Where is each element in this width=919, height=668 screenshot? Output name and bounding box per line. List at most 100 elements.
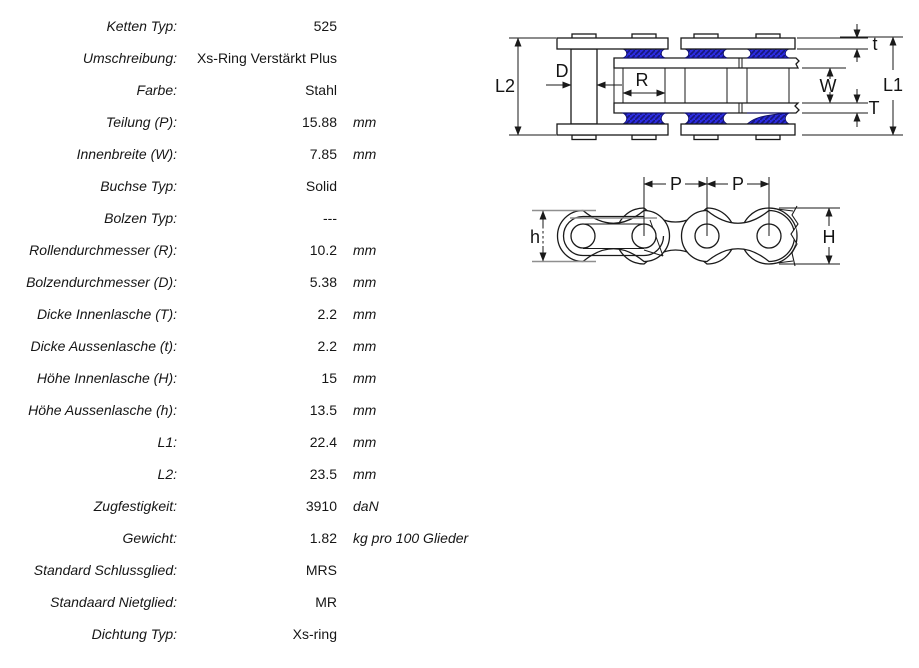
dimension-t: t [797,24,878,62]
xring-seal [745,112,791,125]
spec-value: 3910 [305,498,337,514]
spec-unit: mm [353,434,377,450]
spec-row-bolzendurchmesser: Bolzendurchmesser (D): 5.38 mm [0,266,560,298]
spec-row-dicke-aussenlasche: Dicke Aussenlasche (t): 2.2 mm [0,330,560,362]
spec-label: Rollendurchmesser (R): [29,242,177,258]
spec-row-umschreibung: Umschreibung: Xs-Ring Verstärkt Plus [0,42,560,74]
spec-unit: mm [353,242,377,258]
spec-value: 525 [313,18,337,34]
spec-value: 7.85 [309,146,337,162]
xring-seals [621,48,791,125]
dimension-label-h: h [530,227,540,247]
spec-value: Solid [305,178,337,194]
spring-clip [562,215,665,257]
spec-label: Dicke Innenlasche (T): [36,306,177,322]
spec-unit: mm [353,402,377,418]
inner-plates [613,57,800,114]
spec-row-l1: L1: 22.4 mm [0,426,560,458]
spec-unit: mm [353,146,377,162]
spec-value: MRS [305,562,337,578]
dimension-label-t: t [872,34,877,54]
spec-label: Gewicht: [122,530,177,546]
break-cut-line [790,205,799,267]
xring-seal [622,48,666,59]
spec-label: Dicke Aussenlasche (t): [30,338,177,354]
spec-unit: mm [353,370,377,386]
spec-label: Ketten Typ: [106,18,177,34]
spec-row-gewicht: Gewicht: 1.82 kg pro 100 Glieder [0,522,560,554]
spec-row-rollendurchmesser: Rollendurchmesser (R): 10.2 mm [0,234,560,266]
dimension-D: D [546,61,622,89]
xring-seal [684,48,728,59]
dimension-R: R [622,70,666,97]
spec-label: Standard Schlussglied: [33,562,177,578]
xring-seal [746,48,790,59]
spec-unit: daN [353,498,379,514]
spec-label: Bolzendurchmesser (D): [26,274,177,290]
spec-value: 22.4 [309,434,337,450]
dimension-label-L2: L2 [495,76,515,96]
spec-unit [337,618,560,650]
spec-row-teilung: Teilung (P): 15.88 mm [0,106,560,138]
spec-row-dicke-innenlasche: Dicke Innenlasche (T): 2.2 mm [0,298,560,330]
outer-plates [556,37,796,136]
spec-label: Innenbreite (W): [76,146,177,162]
spec-label: Höhe Aussenlasche (h): [28,402,177,418]
dimension-H: H [779,207,840,265]
spec-unit: mm [353,338,377,354]
spec-row-hoehe-aussenlasche: Höhe Aussenlasche (h): 13.5 mm [0,394,560,426]
spec-label: Farbe: [136,82,177,98]
dimension-L2: L2 [495,37,556,136]
spec-label: Umschreibung: [82,50,177,66]
spec-label: Buchse Typ: [100,178,177,194]
spec-row-buchse-typ: Buchse Typ: Solid [0,170,560,202]
spec-unit: kg pro 100 Glieder [353,530,469,546]
spec-label: L1: [157,434,177,450]
spec-label: L2: [157,466,177,482]
dimension-label-P-left: P [670,174,682,194]
chain-side-view-diagram: P P h H [530,174,840,267]
spec-value: MR [315,594,337,610]
spec-value: 13.5 [309,402,337,418]
dimension-label-H: H [823,227,836,247]
spec-value: 5.38 [309,274,337,290]
spec-value: 23.5 [309,466,337,482]
spec-row-farbe: Farbe: Stahl [0,74,560,106]
chain-spec-table: Ketten Typ: 525 Umschreibung: Xs-Ring Ve… [0,10,560,650]
dimension-label-R: R [636,70,649,90]
spec-unit: mm [353,306,377,322]
spec-unit: mm [353,274,377,290]
dimension-label-W: W [820,76,837,96]
spec-row-zugfestigkeit: Zugfestigkeit: 3910 daN [0,490,560,522]
spec-unit: mm [353,114,377,130]
spec-row-ketten-typ: Ketten Typ: 525 [0,10,560,42]
spec-value: Stahl [305,82,337,98]
spec-row-standaard-nietglied: Standaard Nietglied: MR [0,586,560,618]
spec-row-bolzen-typ: Bolzen Typ: --- [0,202,560,234]
spec-row-hoehe-innenlasche: Höhe Innenlasche (H): 15 mm [0,362,560,394]
spec-value: Xs-ring [292,626,337,642]
spec-value: 15 [321,370,337,386]
spec-row-standard-schlussglied: Standard Schlussglied: MRS [0,554,560,586]
spec-unit: mm [353,466,377,482]
spec-unit [337,586,560,618]
spec-label: Höhe Innenlasche (H): [36,370,177,386]
dimension-label-P-right: P [732,174,744,194]
dimension-P: P P [643,174,770,236]
spec-value: 10.2 [309,242,337,258]
dimension-W: W [802,67,868,104]
dimension-L1: L1 [802,36,903,136]
pin [570,48,598,125]
spec-unit [337,554,560,586]
spec-label: Zugfestigkeit: [93,498,177,514]
spec-value: --- [323,210,337,226]
spec-value: 1.82 [309,530,337,546]
spec-label: Teilung (P): [105,114,177,130]
dimension-label-D: D [556,61,569,81]
spec-row-dichtung-typ: Dichtung Typ: Xs-ring [0,618,560,650]
spec-row-l2: L2: 23.5 mm [0,458,560,490]
chain-plan-view-diagram: L2 D R t W T L1 [495,24,903,141]
xring-seal [621,112,667,125]
spec-label: Bolzen Typ: [104,210,177,226]
spec-value: Xs-Ring Verstärkt Plus [196,50,337,66]
